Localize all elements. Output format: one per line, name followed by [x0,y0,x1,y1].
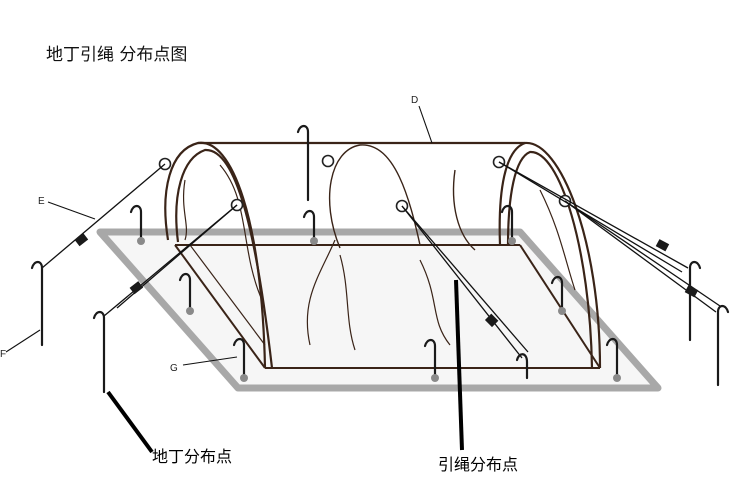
tent-floor [174,244,601,369]
label-g: G [170,363,178,374]
stake-markers [137,237,621,382]
label-d: D [411,95,418,106]
rope-tensioners [74,233,699,328]
ground-stakes [30,124,730,394]
callout-pointers [106,279,464,454]
label-f: F [0,349,6,360]
label-rope-points: 引绳分布点 [438,455,518,474]
label-e: E [38,196,45,207]
ground-sheet [96,228,662,392]
label-leaders [5,105,433,366]
guy-ropes [41,161,721,359]
label-stake-points: 地丁分布点 [152,447,232,466]
tent-body [164,141,602,369]
diagram-title: 地丁引绳 分布点图 [46,45,188,65]
